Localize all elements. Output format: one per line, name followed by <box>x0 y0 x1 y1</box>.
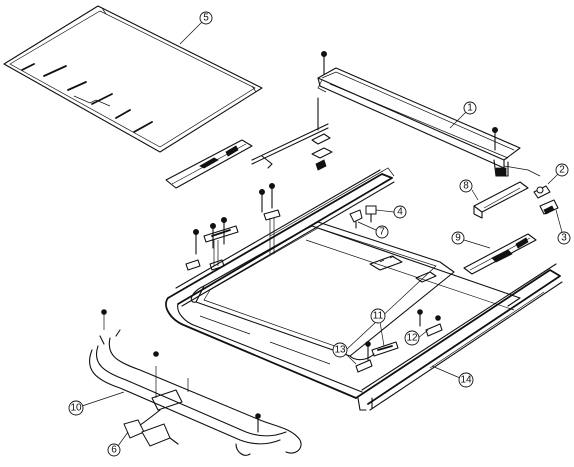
callout-4: 4 <box>393 205 407 219</box>
connector <box>123 409 179 447</box>
callout-2: 2 <box>555 163 569 177</box>
callout-5: 5 <box>199 11 213 25</box>
leader-lines <box>81 21 563 447</box>
callout-14-label: 14 <box>460 375 472 386</box>
rear-slides <box>355 309 443 373</box>
callout-11: 11 <box>370 308 386 324</box>
callout-8-label: 8 <box>463 181 469 192</box>
callout-1-label: 1 <box>467 103 473 114</box>
callout-7: 7 <box>375 225 389 239</box>
callout-11-label: 11 <box>373 311 384 322</box>
sunshade-panel <box>3 5 263 153</box>
callout-8: 8 <box>459 179 473 193</box>
callout-1: 1 <box>463 101 477 115</box>
sunroof-frame <box>165 167 563 411</box>
guide-left-front <box>165 139 253 189</box>
drive-cable <box>89 309 302 456</box>
front-rail <box>317 67 521 177</box>
right-brackets <box>473 165 559 219</box>
callout-6-label: 6 <box>111 445 117 456</box>
callout-13: 13 <box>332 342 348 358</box>
callout-4-label: 4 <box>397 207 403 218</box>
guide-right <box>463 233 537 275</box>
callout-7-label: 7 <box>379 227 385 238</box>
callout-12-label: 12 <box>406 333 418 344</box>
left-slides <box>185 209 281 271</box>
callout-9-label: 9 <box>455 233 461 244</box>
screws-left <box>192 51 498 255</box>
callout-6: 6 <box>107 443 121 457</box>
callout-3: 3 <box>557 231 571 245</box>
callout-10: 10 <box>68 400 84 416</box>
callout-12: 12 <box>404 330 420 346</box>
callout-10-label: 10 <box>70 403 82 414</box>
callout-14: 14 <box>458 372 474 388</box>
callout-2-label: 2 <box>559 165 565 176</box>
callout-3-label: 3 <box>561 233 567 244</box>
bolt-and-clip <box>349 205 377 229</box>
callout-9: 9 <box>451 231 465 245</box>
callout-5-label: 5 <box>203 13 209 24</box>
center-drive-assembly <box>251 97 333 171</box>
callout-13-label: 13 <box>334 345 346 356</box>
